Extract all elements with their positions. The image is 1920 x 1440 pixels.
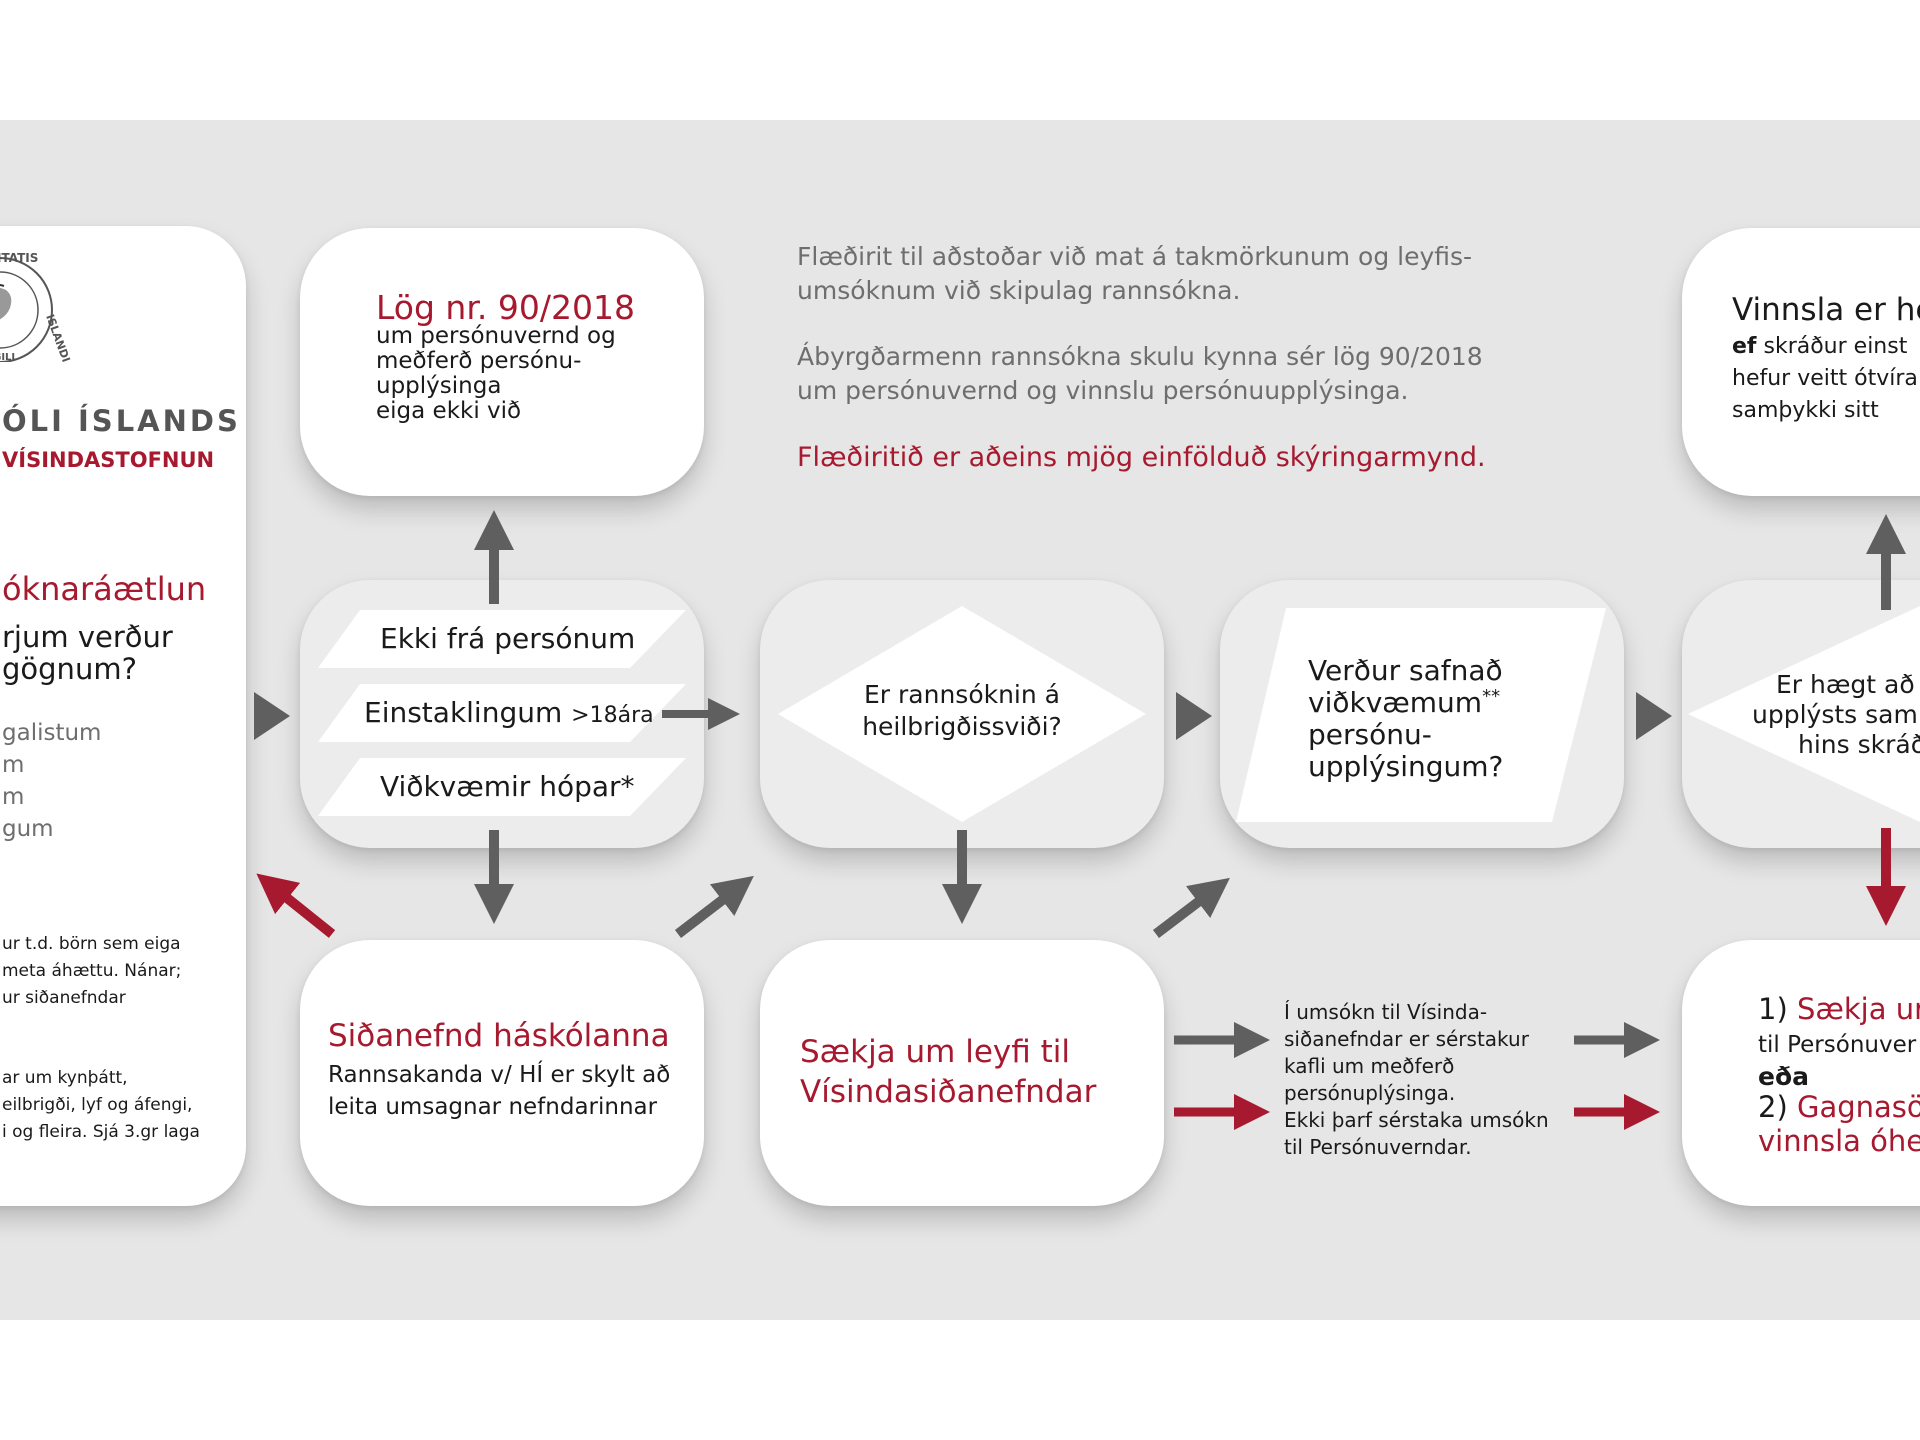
sensitive-decision-box: Verður safnað viðkvæmum** persónu- upplý… [1220,580,1624,848]
note2-line: ar um kynþátt, [2,1068,128,1088]
science-line: Sækja um leyfi til [800,1034,1071,1070]
option-shape-2 [318,684,686,742]
option-individuals-label: Einstaklingum [364,696,563,729]
institute-name: VÍSINDASTOFNUN [2,448,215,472]
disclaimer: Flæðiritið er aðeins mjög einfölduð skýr… [797,442,1486,473]
sensitive-question-line: Verður safnað [1308,654,1503,687]
item1-number: 1) [1758,992,1788,1026]
svg-text:VERSITATIS: VERSITATIS [0,251,38,265]
science-ethics-box: Sækja um leyfi til Vísindasiðanefndar [760,940,1164,1206]
ethics-committee-box: Siðanefnd háskólanna Rannsakanda v/ HÍ e… [300,940,704,1206]
consent-line: hefur veitt ótvíra [1732,366,1918,391]
item1-red: Sækja ur [1796,992,1920,1026]
consent-question-line: upplýsts sam [1752,700,1918,729]
option-not-from-persons[interactable]: Ekki frá persónum [380,622,636,655]
consent-title: Vinnsla er he [1732,292,1920,328]
final-or: eða [1758,1062,1810,1091]
list-item: m [2,752,25,778]
law-line: upplýsinga [376,373,502,399]
diamond-shape [1688,606,1920,822]
sensitive-question-line: viðkvæmum** [1308,686,1500,719]
bold-if: ef [1732,334,1757,359]
note1-line: meta áhættu. Nánar; [2,961,182,981]
application-note-line: til Persónuverndar. [1284,1135,1472,1159]
intro-line: um persónuvernd og vinnslu persónuupplýs… [797,376,1409,405]
final-item-1-line2: til Persónuver [1758,1032,1917,1058]
footnote-mark: ** [1482,686,1501,707]
application-note-line: Ekki þarf sérstaka umsókn [1284,1108,1549,1132]
list-item: gum [2,816,54,842]
plan-title: óknaráætlun [2,570,207,608]
ethics-line: Rannsakanda v/ HÍ er skylt að [328,1062,671,1088]
svg-text:SIGILL: SIGILL [0,352,18,362]
list-item: galistum [2,720,102,746]
consent-question-line: Er hægt að [1776,670,1915,699]
law-line: um persónuvernd og [376,323,616,349]
intro-line: Flæðirit til aðstoðar við mat á takmörku… [797,242,1473,271]
note1-line: ur siðanefndar [2,988,126,1008]
question-line-1: rjum verður [2,620,173,654]
option-individuals[interactable]: Einstaklingum >18ára [364,696,654,729]
health-question-line: heilbrigðissviði? [862,712,1062,741]
application-note-line: siðanefndar er sérstakur [1284,1027,1529,1051]
note2-line: i og fleira. Sjá 3.gr laga [2,1122,200,1142]
sensitive-question-line: persónu- [1308,718,1432,751]
item2-red: Gagnasö [1796,1090,1920,1124]
consent-question-line: hins skráð [1798,730,1920,759]
option-age-note: >18ára [571,703,654,728]
list-item: m [2,784,25,810]
intro-line: Ábyrgðarmenn rannsókna skulu kynna sér l… [797,342,1483,371]
parallelogram-shape [1236,608,1606,822]
application-note-line: persónuplýsinga. [1284,1081,1456,1105]
consent-line-rest: skráður einst [1756,334,1908,359]
item2-number: 2) [1758,1090,1788,1124]
university-seal-logo: VERSITATIS ISLANDIAE SIGILL [0,251,78,362]
option-shape-1 [318,610,686,668]
sensitive-question-line: upplýsingum? [1308,750,1504,783]
law-line: eiga ekki við [376,398,522,424]
intro-line: umsóknum við skipulag rannsókna. [797,276,1241,305]
consent-box: Vinnsla er he ef skráður einst hefur vei… [1682,228,1920,496]
left-panel-card: VERSITATIS ISLANDIAE SIGILL ÓLI ÍSLANDS … [0,226,246,1206]
option-shape-3 [318,758,686,816]
law-line: meðferð persónu- [376,348,582,374]
final-item-2-line2: vinnsla óhe [1758,1124,1920,1158]
sensitive-word: viðkvæmum [1308,686,1483,719]
law-title: Lög nr. 90/2018 [376,288,635,327]
final-item-2: 2) Gagnasö [1758,1090,1920,1124]
ethics-title: Siðanefnd háskólanna [328,1018,670,1054]
note2-line: eilbrigði, lyf og áfengi, [2,1095,193,1115]
law-box: Lög nr. 90/2018 um persónuvernd og meðfe… [300,228,704,496]
svg-text:ISLANDIAE: ISLANDIAE [43,313,78,362]
option-shapes [318,610,686,816]
question-line-2: gögnum? [2,652,137,686]
diamond-shape [778,606,1146,822]
application-note-line: Í umsókn til Vísinda- [1284,1000,1488,1024]
note1-line: ur t.d. börn sem eiga [2,934,181,954]
application-note-line: kafli um meðferð [1284,1054,1455,1078]
option-vulnerable-groups[interactable]: Viðkvæmir hópar* [380,770,635,803]
health-question-line: Er rannsóknin á [863,680,1060,709]
source-options-box: Ekki frá persónum Einstaklingum >18ára V… [300,580,704,848]
final-options-box: 1) Sækja ur til Persónuver eða 2) Gagnas… [1682,940,1920,1206]
consent-decision-box: Er hægt að upplýsts sam hins skráð [1682,580,1920,848]
science-line: Vísindasiðanefndar [800,1074,1097,1110]
consent-line: samþykki sitt [1732,398,1879,423]
consent-line: ef skráður einst [1732,334,1907,359]
university-name: ÓLI ÍSLANDS [2,404,241,438]
health-decision-box: Er rannsóknin á heilbrigðissviði? [760,580,1164,848]
final-item-1: 1) Sækja ur [1758,992,1920,1026]
ethics-line: leita umsagnar nefndarinnar [328,1094,658,1120]
